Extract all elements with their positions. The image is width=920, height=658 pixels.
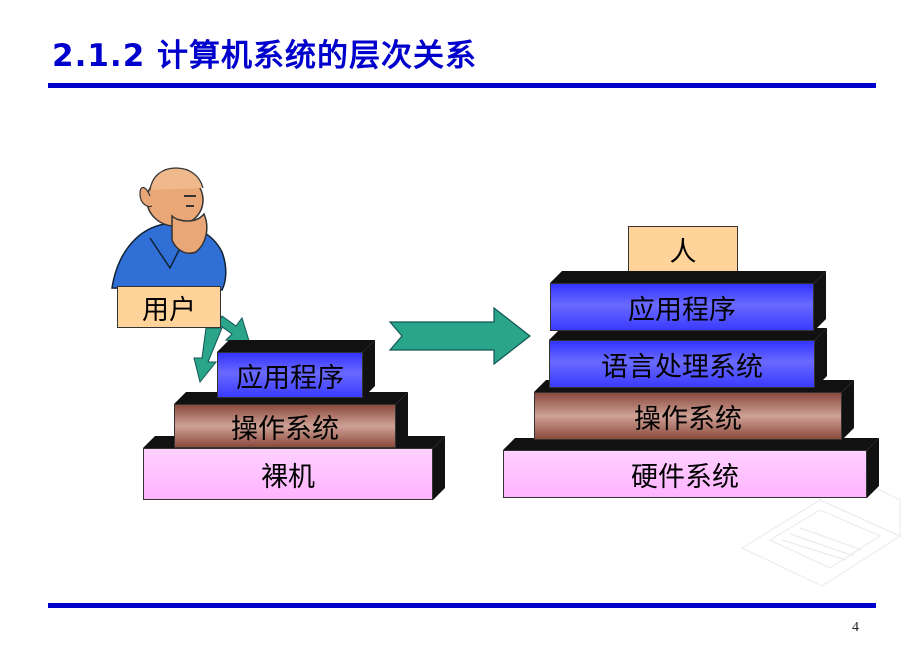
right-layer-os-label: 操作系统 (634, 403, 742, 435)
left-layer-os-label: 操作系统 (231, 413, 339, 445)
right-layer-application: 应用程序 (550, 271, 826, 331)
right-layer-person-label: 人 (669, 236, 697, 268)
right-layer-language-label: 语言处理系统 (601, 351, 763, 383)
bottom-rule (48, 603, 876, 608)
right-layer-application-label: 应用程序 (628, 294, 736, 326)
right-layer-language: 语言处理系统 (549, 328, 827, 388)
thinking-man-icon (111, 167, 227, 291)
page-number: 4 (852, 620, 859, 635)
left-layer-hardware-label: 裸机 (261, 461, 315, 493)
user-label: 用户 (142, 294, 196, 326)
laptop-watermark-icon (740, 469, 902, 587)
left-layer-application: 应用程序 (217, 340, 375, 398)
left-layer-hardware: 裸机 (143, 436, 445, 500)
right-layer-os: 操作系统 (534, 380, 854, 440)
right-layer-hardware: 硬件系统 (503, 438, 879, 498)
top-rule (48, 83, 876, 88)
right-layer-hardware-label: 硬件系统 (631, 461, 739, 493)
left-layer-application-label: 应用程序 (236, 362, 344, 394)
user-label-box: 用户 (117, 286, 221, 328)
right-layer-person: 人 (628, 226, 738, 272)
small-arrows-icon (193, 315, 251, 384)
page-title: 2.1.2 计算机系统的层次关系 (52, 38, 478, 74)
big-arrow-icon (388, 306, 531, 366)
left-layer-os: 操作系统 (174, 392, 408, 448)
